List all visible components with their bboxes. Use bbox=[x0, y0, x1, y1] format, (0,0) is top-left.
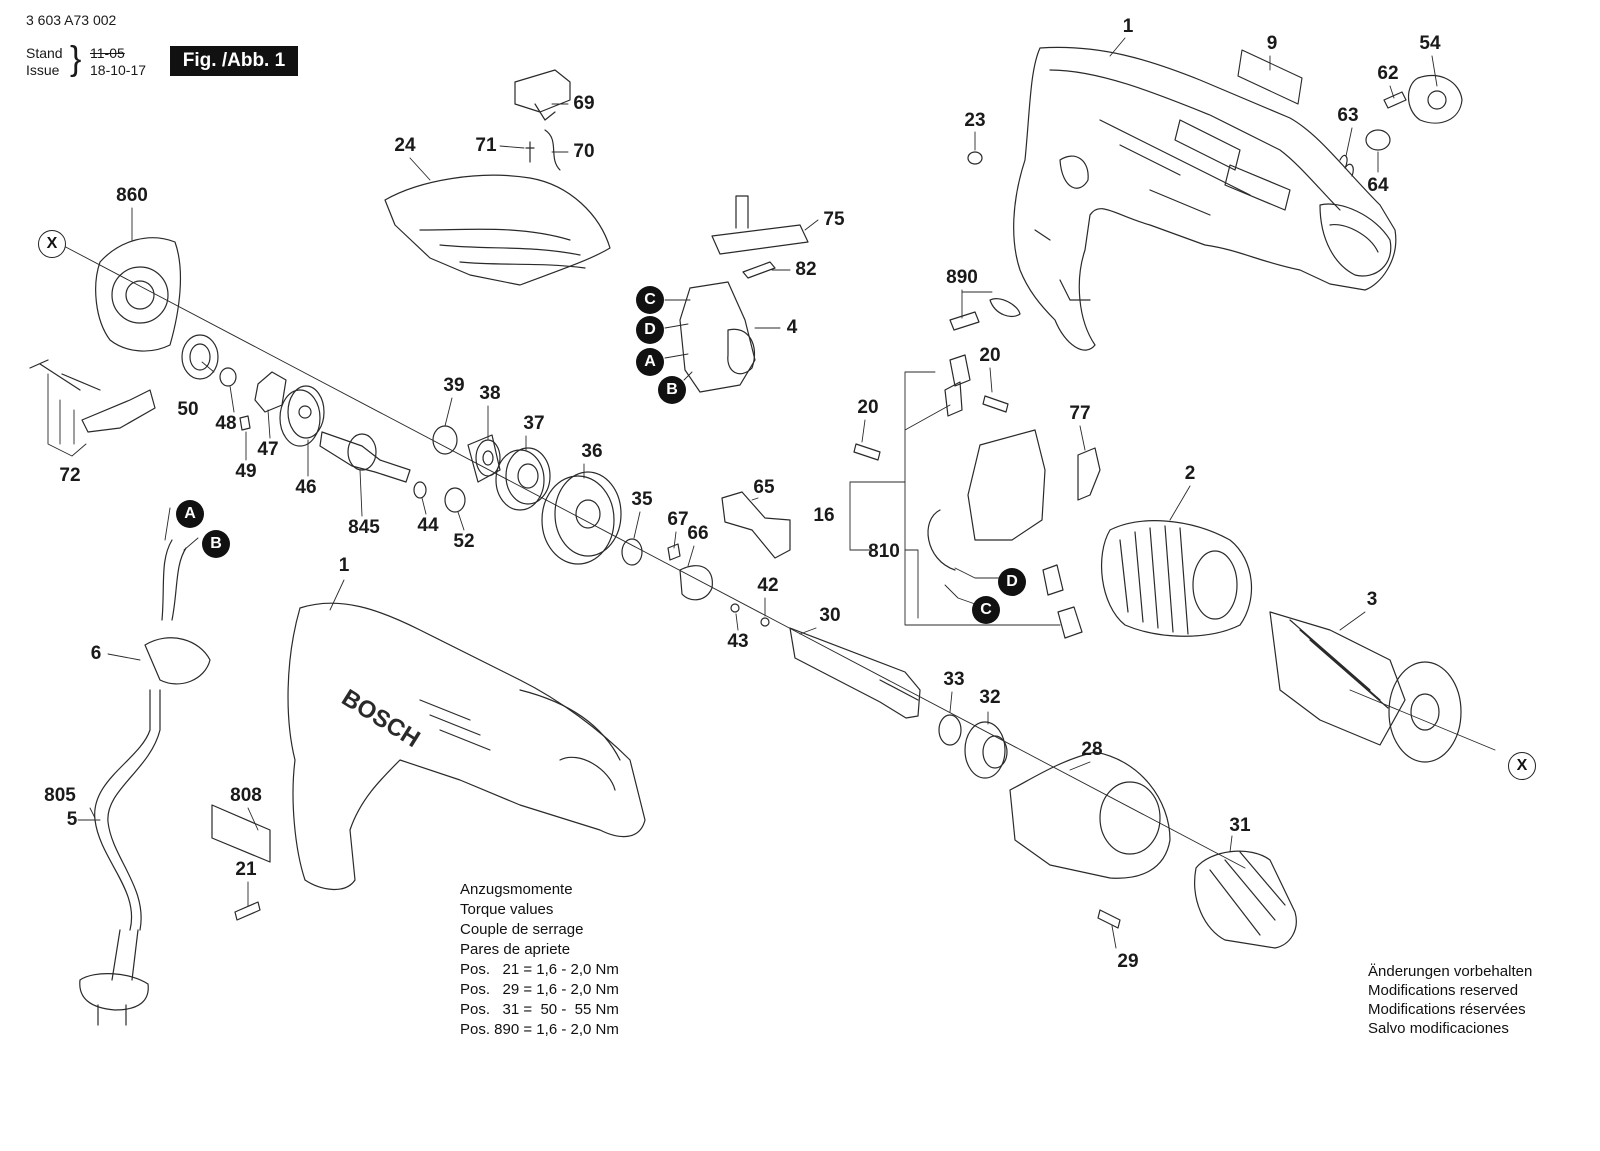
callout-part-52: 52 bbox=[453, 531, 475, 552]
assembly-axis-line bbox=[59, 243, 1246, 869]
gear-46-art bbox=[279, 385, 325, 447]
callout-part-29: 29 bbox=[1117, 951, 1139, 972]
modifications-fr: Modifications réservées bbox=[1368, 1001, 1526, 1018]
torque-title-de: Anzugsmomente bbox=[460, 881, 573, 898]
callout-part-28: 28 bbox=[1081, 739, 1103, 760]
header-brace: } bbox=[70, 40, 82, 78]
torque-row: Pos. 31 = 50 - 55 Nm bbox=[460, 1001, 619, 1018]
housing-half-top-right bbox=[1013, 46, 1397, 351]
issue-value: 18-10-17 bbox=[90, 62, 147, 78]
torque-title-en: Torque values bbox=[460, 901, 554, 918]
callout-part-75: 75 bbox=[823, 209, 845, 230]
callout-part-6: 6 bbox=[90, 643, 102, 664]
callout-part-66: 66 bbox=[687, 523, 709, 544]
torque-row: Pos. 890 = 1,6 - 2,0 Nm bbox=[460, 1021, 619, 1038]
figure-label: Fig. /Abb. 1 bbox=[170, 46, 298, 76]
callout-part-63: 63 bbox=[1337, 105, 1359, 126]
callout-part-65: 65 bbox=[753, 477, 775, 498]
callout-part-39: 39 bbox=[443, 375, 465, 396]
armature-3-art bbox=[1269, 611, 1462, 763]
callout-part-71: 71 bbox=[475, 135, 497, 156]
modifications-de: Änderungen vorbehalten bbox=[1368, 963, 1533, 980]
callout-part-43: 43 bbox=[727, 631, 749, 652]
callout-part-2: 2 bbox=[1184, 463, 1196, 484]
callout-part-20-lower: 20 bbox=[857, 397, 879, 418]
callout-part-808: 808 bbox=[230, 785, 262, 806]
callout-part-4: 4 bbox=[786, 317, 798, 338]
modifications-en: Modifications reserved bbox=[1368, 982, 1519, 999]
callout-part-54: 54 bbox=[1419, 33, 1441, 54]
callout-part-36: 36 bbox=[581, 441, 603, 462]
callout-part-30: 30 bbox=[819, 605, 841, 626]
torque-title-fr: Couple de serrage bbox=[460, 921, 584, 938]
callout-part-33: 33 bbox=[943, 669, 965, 690]
marker-x-left: X bbox=[38, 230, 66, 258]
callout-part-50: 50 bbox=[177, 399, 199, 420]
housing-half-bottom-left: BOSCH bbox=[287, 602, 646, 890]
marker-x-right: X bbox=[1508, 752, 1536, 780]
torque-title-es: Pares de apriete bbox=[460, 941, 571, 958]
callout-part-47: 47 bbox=[257, 439, 279, 460]
callout-part-5: 5 bbox=[66, 809, 78, 830]
callout-part-845: 845 bbox=[348, 517, 380, 538]
callout-part-37: 37 bbox=[523, 413, 545, 434]
callout-part-24: 24 bbox=[394, 135, 416, 156]
callout-part-3: 3 bbox=[1366, 589, 1378, 610]
callout-part-62: 62 bbox=[1377, 63, 1399, 84]
callout-part-1-upper: 1 bbox=[1122, 16, 1134, 37]
marker-b-switch: B bbox=[658, 376, 686, 404]
callout-part-31: 31 bbox=[1229, 815, 1251, 836]
callout-part-44: 44 bbox=[417, 515, 439, 536]
callout-part-21: 21 bbox=[235, 859, 257, 880]
torque-row: Pos. 21 = 1,6 - 2,0 Nm bbox=[460, 961, 619, 978]
marker-a-switch: A bbox=[636, 348, 664, 376]
callout-part-42: 42 bbox=[757, 575, 779, 596]
callout-part-77: 77 bbox=[1069, 403, 1091, 424]
callout-part-72: 72 bbox=[59, 465, 81, 486]
callout-part-82: 82 bbox=[795, 259, 817, 280]
marker-a-cable: A bbox=[176, 500, 204, 528]
torque-row: Pos. 29 = 1,6 - 2,0 Nm bbox=[460, 981, 619, 998]
callout-part-69: 69 bbox=[573, 93, 595, 114]
marker-d-brush: D bbox=[998, 568, 1026, 596]
callout-part-49: 49 bbox=[235, 461, 257, 482]
stand-label: Stand bbox=[26, 45, 63, 61]
power-cable-art bbox=[79, 539, 211, 1026]
callout-part-64: 64 bbox=[1367, 175, 1389, 196]
stand-value: 11-05 bbox=[90, 45, 125, 61]
modifications-es: Salvo modificaciones bbox=[1368, 1020, 1509, 1037]
document-number: 3 603 A73 002 bbox=[26, 12, 117, 28]
callout-part-890: 890 bbox=[946, 267, 978, 288]
issue-label: Issue bbox=[26, 62, 60, 78]
callout-part-38: 38 bbox=[479, 383, 501, 404]
callout-part-32: 32 bbox=[979, 687, 1001, 708]
callout-part-9: 9 bbox=[1266, 33, 1278, 54]
callout-part-1-lower: 1 bbox=[338, 555, 350, 576]
callout-part-48: 48 bbox=[215, 413, 237, 434]
callout-part-67: 67 bbox=[667, 509, 689, 530]
callout-part-23: 23 bbox=[964, 110, 986, 131]
callout-part-805: 805 bbox=[44, 785, 76, 806]
marker-d-switch: D bbox=[636, 316, 664, 344]
callout-part-16: 16 bbox=[813, 505, 835, 526]
stator-2-art bbox=[1100, 520, 1253, 637]
modifications-note: Änderungen vorbehalten Modifications res… bbox=[1368, 962, 1532, 1038]
callout-part-35: 35 bbox=[631, 489, 653, 510]
callout-part-810: 810 bbox=[868, 541, 900, 562]
callout-part-46: 46 bbox=[295, 477, 317, 498]
housing-brand-lettering: BOSCH bbox=[337, 684, 425, 753]
marker-b-cable: B bbox=[202, 530, 230, 558]
torque-values-block: Anzugsmomente Torque values Couple de se… bbox=[460, 880, 619, 1040]
callout-part-70: 70 bbox=[573, 141, 595, 162]
callout-part-20-upper: 20 bbox=[979, 345, 1001, 366]
marker-c-brush: C bbox=[972, 596, 1000, 624]
callout-part-860: 860 bbox=[116, 185, 148, 206]
marker-c-switch: C bbox=[636, 286, 664, 314]
